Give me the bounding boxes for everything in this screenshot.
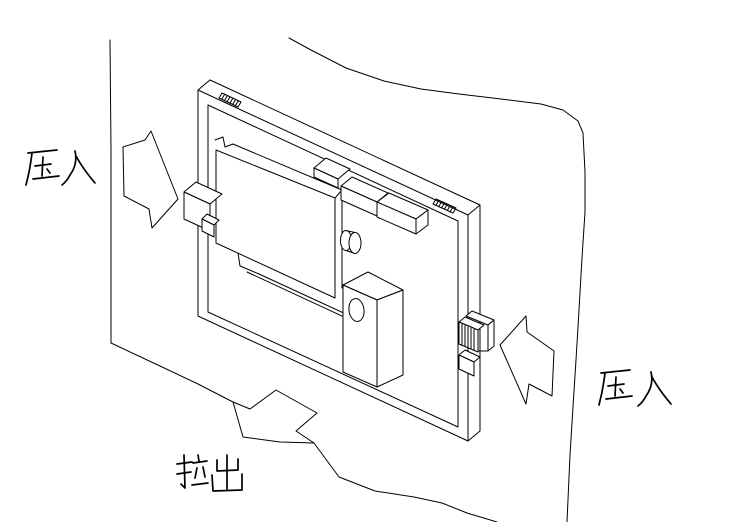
frame-opening-bottom-edge [208,312,458,427]
frame-top-outer-edge [198,90,468,215]
latch-slot-hatch-top-right [433,199,456,213]
wall-outline [110,38,585,522]
terminal-block [343,272,403,387]
press-in-left-glyphs [26,150,95,185]
right-latch-hatch [462,325,474,351]
top-tab-small [314,158,350,188]
right-latch-bracket-arm [488,320,494,351]
right-latch-wedge-front [459,355,474,376]
wall-bottom-edge [111,343,497,522]
frame-top-face-edge [210,80,480,205]
frame-corner-b-depth [468,205,480,215]
press-in-left-arrow [123,131,178,228]
mounting-frame [198,80,480,441]
device-top-back-edge [215,137,342,190]
latch-slot-hatch-top-left [219,93,241,107]
frame-corner-a-depth [198,80,210,90]
terminal-block-hole [347,298,365,323]
pull-out-glyphs [177,455,242,491]
left-latch [184,182,222,237]
screw-cylinder [341,231,362,254]
top-block-right [377,193,428,234]
pull-out-arrow [233,390,317,443]
device-bottom-step [238,253,259,274]
wall-left-edge [110,40,111,343]
label-press-in-left: 压入 [24,144,100,193]
device-front-face [216,150,335,298]
frame-bottom-outer-edge [198,316,468,441]
label-press-in-right: 压入 [597,364,673,413]
label-pull-out: 拉出 [174,450,250,499]
press-in-right-glyphs [599,370,671,406]
wall-right-edge [289,38,585,522]
terminal-block-right-face [377,290,403,387]
frame-corner-c-depth [468,431,480,441]
right-latch [459,311,494,376]
press-in-right-arrow [500,316,554,404]
